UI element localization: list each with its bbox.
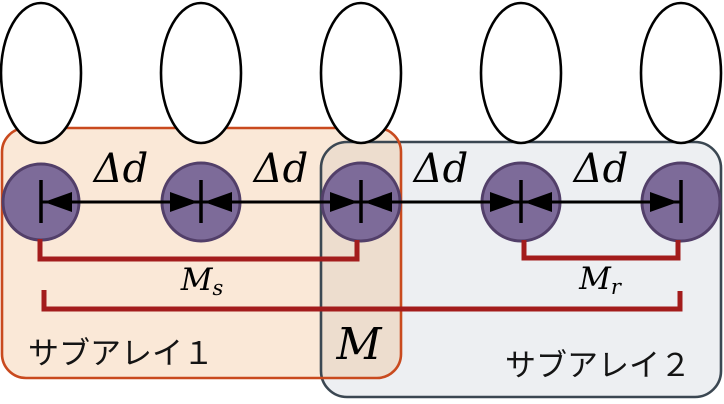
- arrowhead-right-icon: [364, 192, 392, 212]
- arrowhead-right-icon: [44, 192, 72, 212]
- spacing-label-3: Δd: [412, 146, 469, 192]
- subarray2-label: サブアレイ２: [505, 348, 691, 383]
- antenna-patterns: [0, 1, 723, 145]
- spacing-label-1: Δd: [92, 146, 149, 192]
- arrowhead-left-icon: [650, 192, 678, 212]
- region-labels: サブアレイ１ サブアレイ２: [28, 336, 691, 383]
- antenna-pattern-ellipse-1: [0, 1, 83, 145]
- m-bracket: [41, 290, 683, 312]
- antenna-pattern-ellipse-2: [159, 1, 243, 145]
- antenna-pattern-ellipse-5: [639, 1, 723, 145]
- bracket-labels: Ms Mr M: [180, 261, 623, 370]
- arrowhead-right-icon: [204, 192, 232, 212]
- subarray-region-fills: [2, 128, 721, 397]
- ms-bracket: [37, 239, 360, 262]
- ms-label: Ms: [180, 262, 224, 300]
- antenna-pattern-ellipse-3: [319, 1, 403, 145]
- antenna-pattern-ellipse-4: [479, 1, 563, 145]
- subarray1-region: [2, 128, 401, 378]
- spacing-label-4: Δd: [572, 146, 629, 192]
- m-label: M: [335, 319, 382, 370]
- subarray2-region: [321, 142, 721, 397]
- arrowhead-left-icon: [330, 192, 358, 212]
- arrowhead-left-icon: [170, 192, 198, 212]
- mr-bracket: [521, 240, 681, 261]
- subarray1-label: サブアレイ１: [28, 336, 214, 371]
- spacing-label-2: Δd: [252, 146, 309, 192]
- measurement-brackets: [37, 239, 683, 312]
- dimension-chain: [39, 180, 683, 223]
- spacing-labels: Δd Δd Δd Δd: [92, 146, 629, 192]
- arrowhead-right-icon: [524, 192, 552, 212]
- mr-label: Mr: [578, 261, 623, 299]
- arrowhead-left-icon: [490, 192, 518, 212]
